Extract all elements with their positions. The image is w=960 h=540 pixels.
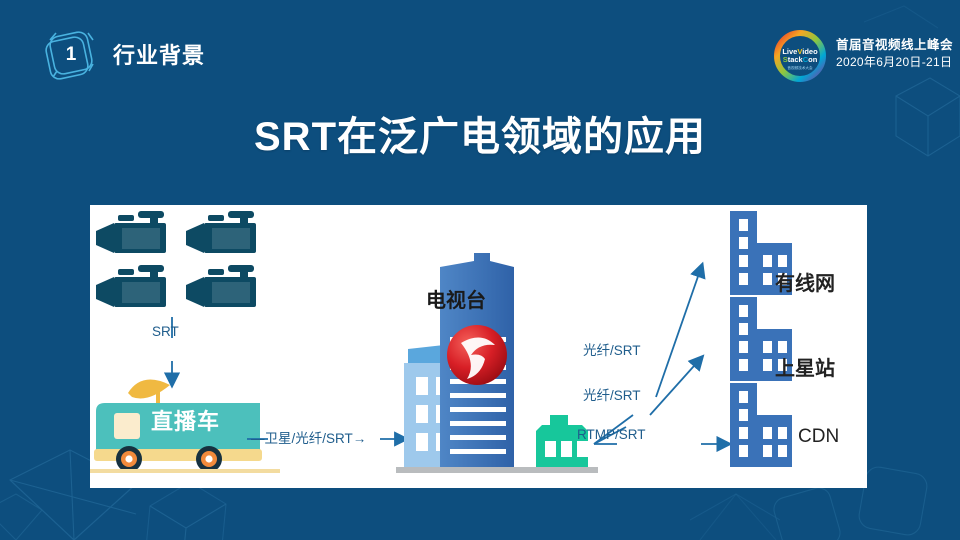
svg-text:StackCon: StackCon — [783, 55, 818, 64]
svg-text:LiveVideo: LiveVideo — [782, 47, 818, 56]
conference-date: 2020年6月20日-21日 — [836, 55, 953, 70]
broadcast-van-icon — [90, 379, 280, 473]
broadcast-van-label: 直播车 — [151, 409, 221, 434]
livevideostackcon-logo-icon: LiveVideo StackCon 音视频技术大会 — [774, 30, 826, 82]
camera-link-label: SRT — [152, 324, 179, 339]
section-number: 1 — [65, 44, 77, 65]
page-title: 行业背景 — [113, 43, 206, 68]
conference-info: 首届音视频线上峰会 2020年6月20日-21日 — [836, 36, 953, 72]
output-buildings — [730, 211, 792, 467]
link-label-satellite: 光纤/SRT — [583, 388, 641, 403]
output-label-satellite: 上星站 — [775, 358, 835, 380]
svg-text:音视频技术大会: 音视频技术大会 — [787, 65, 813, 70]
link-label-cdn: RTMP/SRT — [577, 427, 646, 442]
architecture-diagram — [90, 211, 792, 473]
tv-station-icon — [396, 253, 598, 473]
van-to-station-label: —卫星/光纤/SRT→ — [251, 431, 367, 446]
output-label-cable: 有线网 — [775, 273, 835, 295]
section-badge-cube-icon — [45, 31, 94, 80]
link-label-cable: 光纤/SRT — [583, 343, 641, 358]
camera-group — [96, 211, 256, 307]
tv-station-caption: 电视台 — [426, 290, 486, 312]
conference-name: 首届音视频线上峰会 — [836, 38, 954, 52]
output-label-cdn: CDN — [798, 426, 840, 447]
slide-title: SRT在泛广电领域的应用 — [254, 115, 706, 159]
station-to-output-links — [593, 261, 733, 453]
